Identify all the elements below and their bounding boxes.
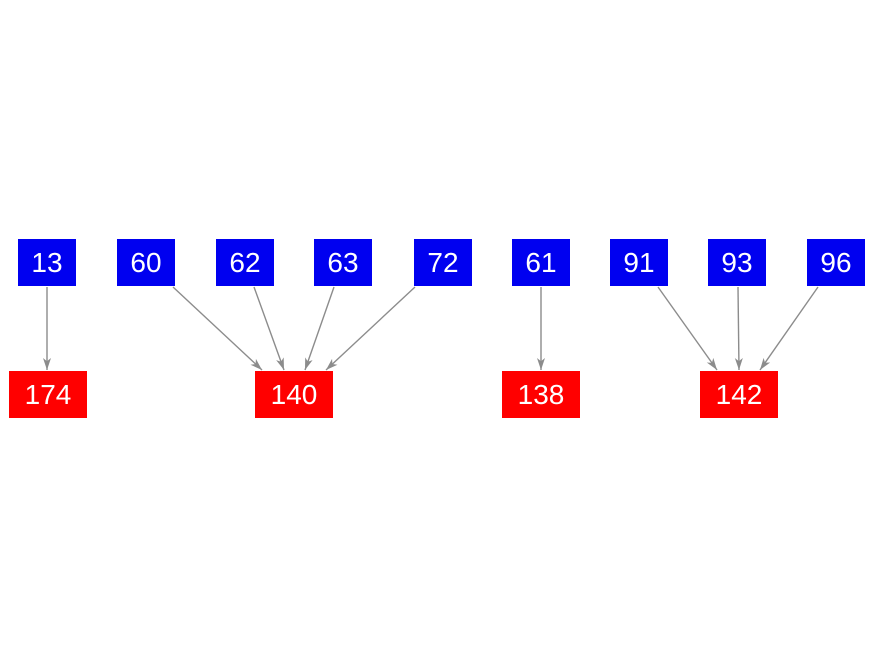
source-node-93: 93 <box>708 239 766 286</box>
edge-96-142 <box>759 286 819 371</box>
source-node-box <box>414 239 472 286</box>
source-node-box <box>216 239 274 286</box>
source-node-91: 91 <box>610 239 668 286</box>
target-node-138: 138 <box>502 371 580 418</box>
source-node-label: 72 <box>427 247 458 278</box>
source-node-label: 93 <box>721 247 752 278</box>
target-node-layer: 174 140 138 142 <box>9 371 778 418</box>
target-node-box <box>9 371 87 418</box>
source-node-box <box>117 239 175 286</box>
source-node-60: 60 <box>117 239 175 286</box>
source-node-box <box>18 239 76 286</box>
target-node-label: 138 <box>518 379 565 410</box>
source-node-63: 63 <box>314 239 372 286</box>
source-node-label: 91 <box>623 247 654 278</box>
source-node-box <box>708 239 766 286</box>
source-node-box <box>610 239 668 286</box>
target-node-label: 174 <box>25 379 72 410</box>
source-node-label: 61 <box>525 247 556 278</box>
target-node-box <box>255 371 333 418</box>
target-node-label: 140 <box>271 379 318 410</box>
source-node-label: 96 <box>820 247 851 278</box>
edge-layer <box>43 286 819 371</box>
source-node-61: 61 <box>512 239 570 286</box>
edge-63-140 <box>304 286 335 371</box>
source-node-label: 62 <box>229 247 260 278</box>
target-node-label: 142 <box>716 379 763 410</box>
edge-93-142 <box>734 286 743 371</box>
source-node-layer: 13 60 62 63 72 61 <box>18 239 865 286</box>
source-node-box <box>512 239 570 286</box>
source-node-72: 72 <box>414 239 472 286</box>
target-node-142: 142 <box>700 371 778 418</box>
source-node-96: 96 <box>807 239 865 286</box>
source-node-label: 13 <box>31 247 62 278</box>
source-node-box <box>807 239 865 286</box>
target-node-box <box>700 371 778 418</box>
edge-91-142 <box>657 286 718 371</box>
edge-62-140 <box>253 286 285 371</box>
target-node-174: 174 <box>9 371 87 418</box>
edge-72-140 <box>325 286 416 371</box>
source-node-label: 60 <box>130 247 161 278</box>
target-node-box <box>502 371 580 418</box>
source-node-62: 62 <box>216 239 274 286</box>
source-node-box <box>314 239 372 286</box>
target-node-140: 140 <box>255 371 333 418</box>
source-node-label: 63 <box>327 247 358 278</box>
source-node-13: 13 <box>18 239 76 286</box>
edge-60-140 <box>172 286 263 371</box>
